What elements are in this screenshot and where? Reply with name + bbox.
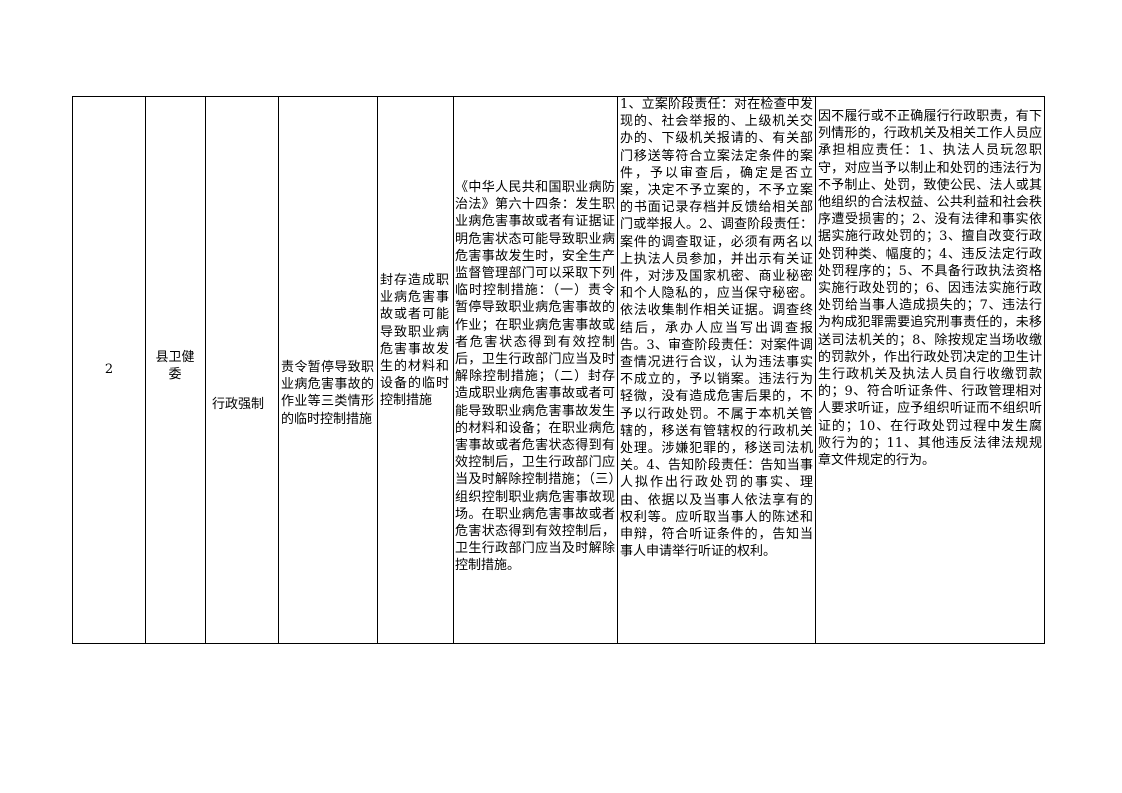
col-border-6 [617,96,618,644]
accountability-cell: 因不履行或不正确履行行政职责，有下列情形的，行政机关及相关工作人员应承担相应责任… [818,109,1042,469]
col-border-5 [453,96,454,644]
col-border-1 [145,96,146,644]
col-border-left [72,96,73,644]
table-top-border [72,96,1045,97]
legal-basis-cell: 《中华人民共和国职业病防治法》第六十四条：发生职业病危害事故或者有证据证明危害状… [455,180,615,574]
responsibilities-cell: 1、立案阶段责任：对在检查中发现的、社会举报的、上级机关交办的、下级机关报请的、… [620,97,813,560]
col-border-2 [205,96,206,644]
sub-item-cell: 封存造成职业病危害事故或者可能导致职业病危害事故发生的材料和设备的临时控制措施 [380,273,449,409]
col-border-right [1044,96,1045,644]
row-index: 2 [104,362,114,377]
category-cell: 行政强制 [212,397,265,412]
col-border-4 [377,96,378,644]
item-name-cell: 责令暂停导致职业病危害事故的作业等三类情形的临时控制措施 [281,360,374,427]
department-cell: 县卫健委 [155,350,195,383]
table-bottom-border [72,643,1045,644]
col-border-7 [815,96,816,644]
col-border-3 [278,96,279,644]
